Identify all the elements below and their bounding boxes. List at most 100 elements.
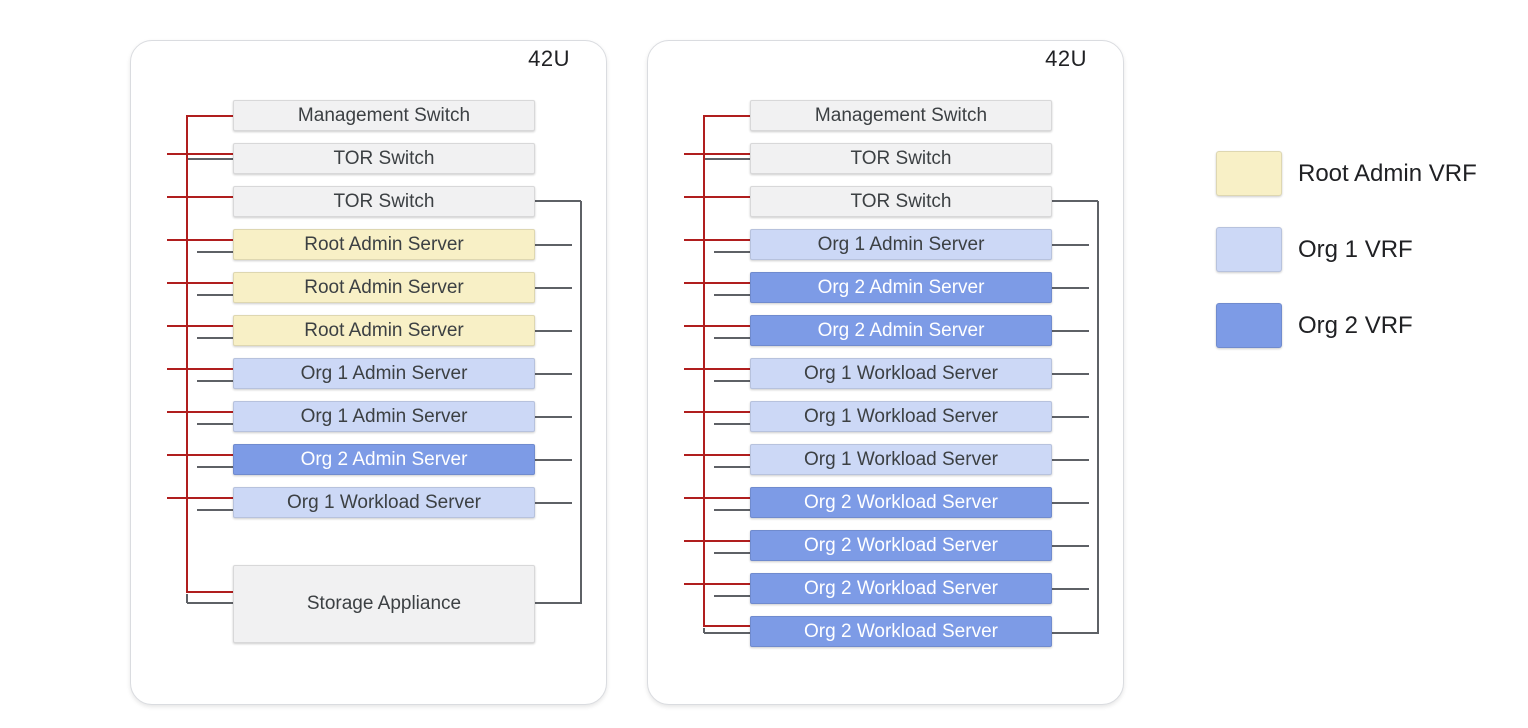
rack1-unit-org-2-admin-server: Org 2 Admin Server	[233, 444, 535, 475]
rack2-data-bus-left-line	[703, 628, 705, 633]
legend-label: Org 2 VRF	[1298, 311, 1413, 339]
rack2-unit-org-1-workload-server: Org 1 Workload Server	[750, 358, 1052, 389]
legend-label: Org 1 VRF	[1298, 235, 1413, 263]
rack2-data-stub-left-3	[714, 251, 750, 253]
rack1-mgmt-line-4	[167, 282, 233, 284]
legend-item-org-2-vrf: Org 2 VRF	[1216, 303, 1413, 348]
rack1-data-line-left-10	[187, 602, 233, 604]
rack1-unit-management-switch: Management Switch	[233, 100, 535, 131]
rack1-data-stub-left-5	[197, 337, 233, 339]
rack2-data-stub-right-3	[1052, 244, 1089, 246]
rack2-unit-org-2-workload-server: Org 2 Workload Server	[750, 573, 1052, 604]
rack2-data-stub-left-5	[714, 337, 750, 339]
rack1-data-bus-left-line	[186, 594, 188, 603]
rack2-unit-org-1-workload-server: Org 1 Workload Server	[750, 401, 1052, 432]
rack2-unit-management-switch: Management Switch	[750, 100, 1052, 131]
rack2-unit-org-2-workload-server: Org 2 Workload Server	[750, 487, 1052, 518]
rack2-unit-org-2-admin-server: Org 2 Admin Server	[750, 315, 1052, 346]
rack2-unit-tor-switch: TOR Switch	[750, 143, 1052, 174]
rack1-data-stub-right-7	[535, 416, 572, 418]
rack2-unit-tor-switch: TOR Switch	[750, 186, 1052, 217]
rack2-mgmt-line-10	[684, 540, 750, 542]
rack1-data-stub-right-5	[535, 330, 572, 332]
rack2-mgmt-line-6	[684, 368, 750, 370]
rack1-mgmt-line-9	[167, 497, 233, 499]
rack1-data-line-right-10	[535, 602, 581, 604]
rack1-tor2-data-line	[535, 200, 581, 202]
legend-item-org-1-vrf: Org 1 VRF	[1216, 227, 1413, 272]
rack1-mgmt-bus-line	[186, 115, 188, 593]
rack1-unit-root-admin-server: Root Admin Server	[233, 315, 535, 346]
rack2-data-line-left-12	[704, 632, 750, 634]
legend-swatch-org-2-vrf	[1216, 303, 1282, 348]
rack2-data-trunk-right-line	[1097, 201, 1099, 634]
legend-label: Root Admin VRF	[1298, 159, 1477, 187]
legend-swatch-root-admin-vrf	[1216, 151, 1282, 196]
rack2-mgmt-line-11	[684, 583, 750, 585]
rack1-data-stub-left-3	[197, 251, 233, 253]
rack1-tor1-data-line	[186, 158, 233, 160]
rack1-mgmt-line-7	[167, 411, 233, 413]
rack2-data-line-right-12	[1052, 632, 1098, 634]
rack2-mgmt-line-3	[684, 239, 750, 241]
rack-2-capacity-label: 42U	[1045, 46, 1087, 71]
rack1-data-stub-left-7	[197, 423, 233, 425]
rack2-unit-org-1-admin-server: Org 1 Admin Server	[750, 229, 1052, 260]
rack1-mgmt-line-8	[167, 454, 233, 456]
rack2-mgmt-line-7	[684, 411, 750, 413]
rack2-data-stub-left-4	[714, 294, 750, 296]
rack2-data-stub-right-4	[1052, 287, 1089, 289]
rack2-tor2-data-line	[1052, 200, 1098, 202]
rack1-mgmt-line-5	[167, 325, 233, 327]
rack2-data-stub-right-6	[1052, 373, 1089, 375]
rack2-mgmt-line-2	[684, 196, 750, 198]
rack1-mgmt-line-6	[167, 368, 233, 370]
rack2-unit-org-2-workload-server: Org 2 Workload Server	[750, 530, 1052, 561]
rack1-data-stub-left-6	[197, 380, 233, 382]
rack1-mgmt-line-2	[167, 196, 233, 198]
rack2-data-stub-right-8	[1052, 459, 1089, 461]
rack1-unit-root-admin-server: Root Admin Server	[233, 272, 535, 303]
rack1-data-stub-right-3	[535, 244, 572, 246]
rack2-data-stub-right-10	[1052, 545, 1089, 547]
rack1-unit-org-1-workload-server: Org 1 Workload Server	[233, 487, 535, 518]
rack2-tor1-data-line	[703, 158, 750, 160]
rack1-data-stub-right-6	[535, 373, 572, 375]
legend-swatch-org-1-vrf	[1216, 227, 1282, 272]
rack2-data-stub-left-10	[714, 552, 750, 554]
rack2-mgmt-line-4	[684, 282, 750, 284]
rack1-data-stub-right-4	[535, 287, 572, 289]
rack2-mgmt-bus-line	[703, 115, 705, 627]
rack2-data-stub-right-11	[1052, 588, 1089, 590]
rack1-data-stub-right-8	[535, 459, 572, 461]
rack1-unit-org-1-admin-server: Org 1 Admin Server	[233, 401, 535, 432]
rack1-data-stub-left-4	[197, 294, 233, 296]
rack2-data-stub-left-6	[714, 380, 750, 382]
rack1-data-stub-left-9	[197, 509, 233, 511]
rack2-unit-org-1-workload-server: Org 1 Workload Server	[750, 444, 1052, 475]
rack1-unit-tor-switch: TOR Switch	[233, 143, 535, 174]
rack2-mgmt-line-9	[684, 497, 750, 499]
rack2-mgmt-line-12	[704, 625, 750, 627]
rack2-mgmt-line-8	[684, 454, 750, 456]
rack2-data-stub-right-9	[1052, 502, 1089, 504]
rack1-data-stub-right-9	[535, 502, 572, 504]
legend-item-root-admin-vrf: Root Admin VRF	[1216, 151, 1477, 196]
rack1-unit-tor-switch: TOR Switch	[233, 186, 535, 217]
rack2-unit-org-2-workload-server: Org 2 Workload Server	[750, 616, 1052, 647]
rack1-data-stub-left-8	[197, 466, 233, 468]
rack2-mgmt-line-5	[684, 325, 750, 327]
rack1-mgmt-line-1	[167, 153, 233, 155]
rack2-data-stub-left-11	[714, 595, 750, 597]
rack2-unit-org-2-admin-server: Org 2 Admin Server	[750, 272, 1052, 303]
rack1-data-trunk-right-line	[580, 201, 582, 604]
rack2-data-stub-left-8	[714, 466, 750, 468]
rack2-data-stub-left-7	[714, 423, 750, 425]
rack1-mgmt-line-10	[187, 591, 233, 593]
rack2-mgmt-line-1	[684, 153, 750, 155]
rack1-mgmt-line-3	[167, 239, 233, 241]
rack1-unit-root-admin-server: Root Admin Server	[233, 229, 535, 260]
rack2-data-stub-right-5	[1052, 330, 1089, 332]
rack1-unit-org-1-admin-server: Org 1 Admin Server	[233, 358, 535, 389]
